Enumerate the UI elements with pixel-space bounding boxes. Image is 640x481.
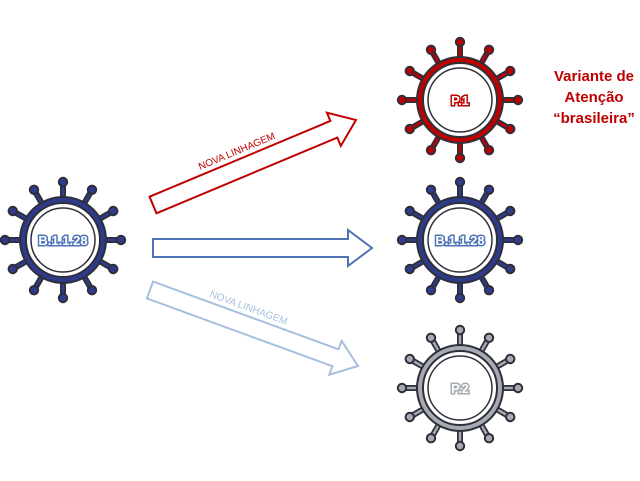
parent-virus-b1128: B.1.1.28 [0,176,127,304]
child-virus-p1-label: P.1 [451,93,469,108]
child-virus-b1128-label: B.1.1.28 [435,233,484,248]
child-virus-p2: P.2 [396,324,524,452]
variant-label-line-1: Variante de [553,68,635,85]
child-virus-p1: P.1 [396,36,524,164]
variant-label-line-2: Atenção [564,89,624,106]
parent-virus-b1128-label: B.1.1.28 [38,233,87,248]
arrow-to-b1128 [152,228,374,268]
arrow-to-p2: NOVA LINHAGEM [145,280,360,377]
arrow-to-p1: NOVA LINHAGEM [148,111,358,215]
child-virus-p2-label: P.2 [451,381,469,396]
variant-of-concern-label: Variante de Atenção “brasileira” [548,66,640,129]
variant-label-line-3: “brasileira” [553,110,635,127]
child-virus-b1128: B.1.1.28 [396,176,524,304]
